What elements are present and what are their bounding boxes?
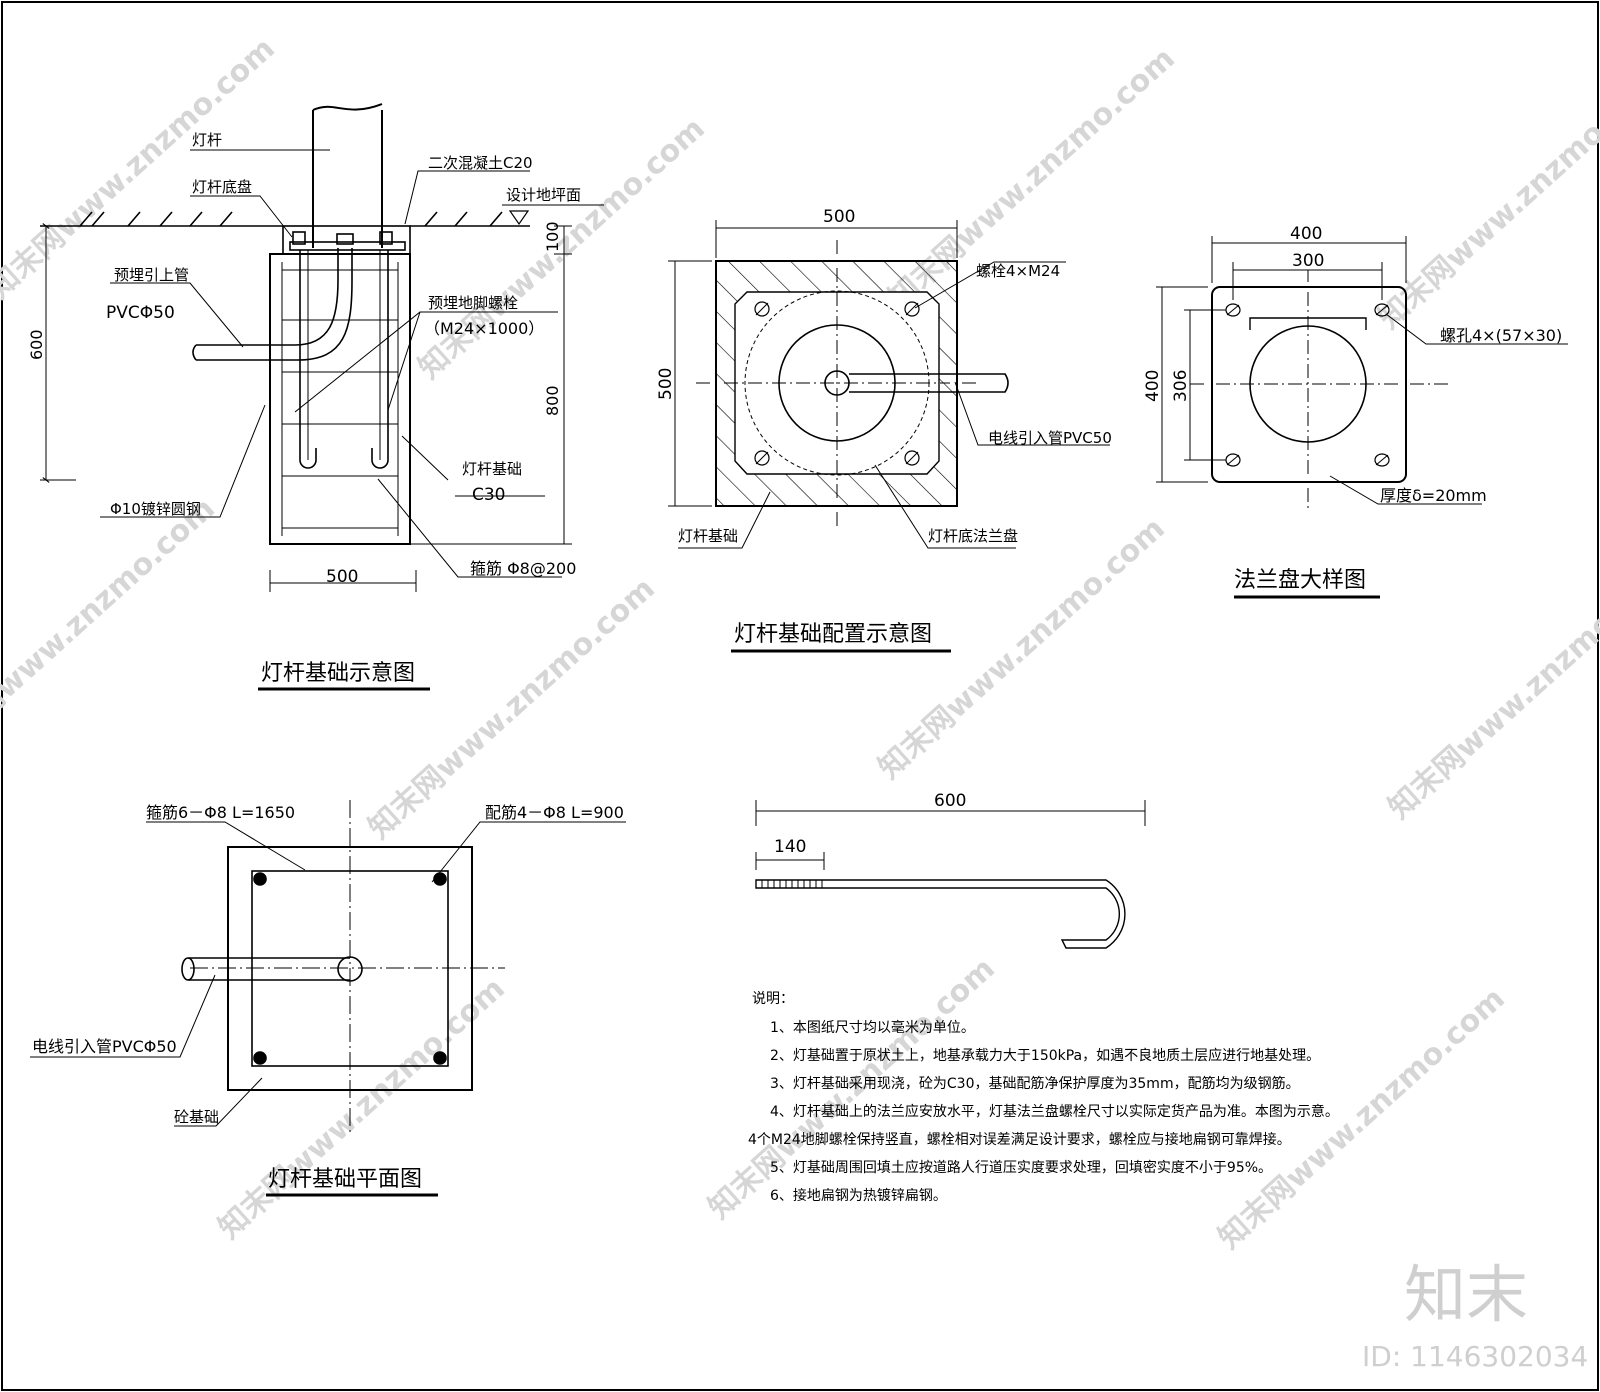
view4-title: 灯杆基础平面图 [268, 1167, 422, 1192]
note-item: 4、灯杆基础上的法兰应安放水平，灯基法兰盘螺栓尺寸以实际定货产品为准。本图为示意… [770, 1103, 1339, 1120]
anchor-bolt-detail [755, 800, 1146, 949]
watermark-text: 知末网www.znzmo.com [212, 971, 512, 1246]
label-base-plate: 灯杆底盘 [192, 178, 252, 196]
brand-logo: 知末 [1404, 1258, 1528, 1331]
dim-flange-h306: 306 [1171, 370, 1191, 402]
label-grout: 二次混凝土C20 [428, 154, 533, 172]
label-pole: 灯杆 [192, 131, 222, 149]
label-plan-conduit: 电线引入管PVCΦ50 [32, 1037, 177, 1056]
notes-heading: 说明： [752, 991, 794, 1007]
label-layout-foundation: 灯杆基础 [678, 527, 738, 545]
note-item: 6、接地扁钢为热镀锌扁钢。 [770, 1187, 947, 1204]
watermark-text: 知末网www.znzmo.com [872, 511, 1172, 786]
foundation-plan-labels: 箍筋6－Φ8 L=1650 配筋4－Φ8 L=900 电线引入管PVCΦ50 砼… [32, 803, 624, 1192]
note-item: 2、灯基础置于原状土上，地基承载力大于150kPa，如遇不良地质土层应进行地基处… [770, 1047, 1320, 1064]
note-item: 1、本图纸尺寸均以毫米为单位。 [770, 1019, 975, 1036]
label-ground: 设计地坪面 [506, 186, 581, 204]
view3-title: 法兰盘大样图 [1234, 568, 1366, 593]
note-item: 4个M24地脚螺栓保持竖直，螺栓相对误差满足设计要求，螺栓应与接地扁钢可靠焊接。 [748, 1131, 1291, 1148]
label-anchor-2: （M24×1000） [424, 319, 544, 338]
dim-500: 500 [326, 567, 358, 587]
label-foundation-2: C30 [472, 485, 506, 505]
label-thickness: 厚度δ=20mm [1380, 486, 1487, 505]
label-stirrup: 箍筋 Φ8@200 [470, 559, 576, 578]
dim-bolt-140: 140 [774, 837, 806, 857]
dim-800: 800 [543, 385, 562, 416]
label-round-steel: Φ10镀锌圆钢 [110, 500, 201, 518]
label-bolts: 螺栓4×M24 [976, 262, 1060, 280]
dim-flange-300: 300 [1292, 251, 1324, 271]
foundation-layout-view [668, 220, 1110, 653]
view1-title: 灯杆基础示意图 [261, 661, 415, 686]
dim-flange-h400: 400 [1143, 370, 1163, 402]
dim-600: 600 [27, 329, 46, 360]
label-plan-stirrup: 箍筋6－Φ8 L=1650 [146, 803, 295, 822]
flange-detail-view [1156, 236, 1568, 599]
foundation-elevation-view [40, 103, 604, 691]
label-plan-rebar: 配筋4－Φ8 L=900 [485, 803, 624, 822]
watermark-text: 知末网www.znzmo.com [0, 31, 282, 306]
dim-bolt-600: 600 [934, 791, 966, 811]
label-plan-base: 砼基础 [174, 1108, 219, 1126]
notes-block: 说明： 1、本图纸尺寸均以毫米为单位。 2、灯基础置于原状土上，地基承载力大于1… [748, 991, 1339, 1204]
note-item: 3、灯杆基础采用现浇，砼为C30，基础配筋净保护厚度为35mm，配筋均为级钢筋。 [770, 1075, 1300, 1092]
dim-layout-height: 500 [656, 368, 676, 400]
dim-100: 100 [543, 221, 562, 252]
dim-layout-width: 500 [823, 207, 855, 227]
label-flange: 灯杆底法兰盘 [928, 527, 1018, 545]
watermark-text: 知末网www.znzmo.com [1382, 551, 1600, 826]
label-conduit-1: 预埋引上管 [114, 266, 189, 284]
anchor-bolt-labels: 600 140 [774, 791, 966, 857]
note-item: 5、灯基础周围回填土应按道路人行道压实度要求处理，回填密实度不小于95%。 [770, 1159, 1272, 1176]
flange-detail-labels: 400 300 400 306 螺孔4×(57×30) 厚度δ=20mm 法兰盘… [1143, 224, 1562, 593]
foundation-plan-view [30, 800, 626, 1197]
label-anchor-1: 预埋地脚螺栓 [428, 294, 518, 312]
label-holes: 螺孔4×(57×30) [1440, 326, 1562, 345]
view2-title: 灯杆基础配置示意图 [734, 622, 932, 647]
label-layout-conduit: 电线引入管PVC50 [988, 429, 1112, 447]
foundation-layout-labels: 500 500 螺栓4×M24 电线引入管PVC50 灯杆基础 灯杆底法兰盘 灯… [656, 207, 1112, 647]
brand-id: ID: 1146302034 [1362, 1340, 1588, 1373]
dim-flange-400: 400 [1290, 224, 1322, 244]
brand-corner: 知末 ID: 1146302034 [1362, 1258, 1588, 1373]
watermark-text: 知末网www.znzmo.com [0, 491, 222, 766]
label-conduit-2: PVCΦ50 [106, 303, 175, 323]
foundation-elevation-labels: 灯杆 灯杆底盘 二次混凝土C20 设计地坪面 预埋引上管 PVCΦ50 预埋地脚… [27, 131, 581, 686]
label-foundation-1: 灯杆基础 [462, 460, 522, 478]
